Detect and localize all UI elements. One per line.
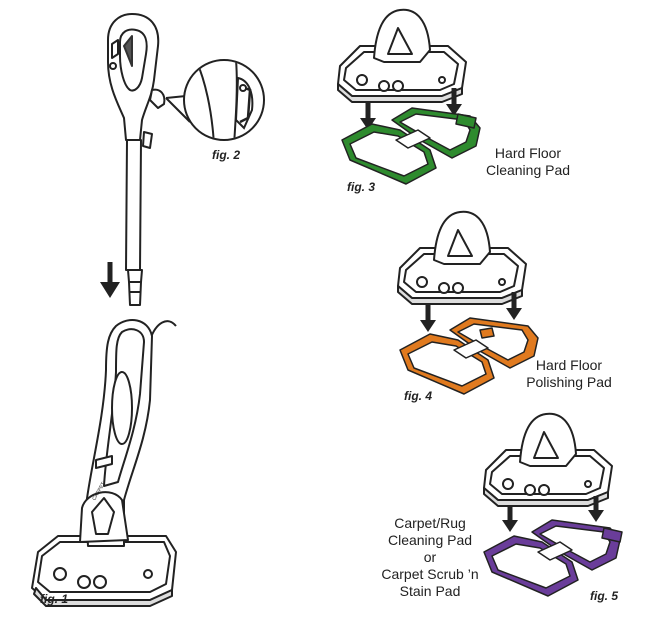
caption-fig2: fig. 2 [212, 148, 241, 162]
label-line: Cleaning Pad [485, 162, 571, 178]
label-line: Stain Pad [399, 583, 461, 599]
hard-floor-cleaning-pad [341, 107, 481, 185]
steam-head-fig5 [483, 412, 613, 507]
insert-arrow-fig1 [100, 262, 120, 298]
label-hard-floor-cleaning-pad: Hard Floor Cleaning Pad [478, 145, 578, 179]
caption-fig5: fig. 5 [590, 589, 619, 603]
caption-fig1: fig. 1 [40, 592, 69, 606]
caption-fig4: fig. 4 [404, 389, 433, 403]
hard-floor-polishing-pad [399, 317, 539, 395]
carpet-cleaning-pad [483, 519, 623, 597]
label-line: Polishing Pad [526, 374, 612, 390]
label-hard-floor-polishing-pad: Hard Floor Polishing Pad [514, 357, 624, 391]
steam-head-fig3 [337, 8, 467, 103]
detail-circle-fig2 [165, 59, 265, 141]
label-line: Hard Floor [494, 145, 562, 161]
steam-head-fig4 [397, 210, 527, 305]
label-line: Hard Floor [535, 357, 603, 373]
caption-fig3: fig. 3 [347, 180, 376, 194]
label-line: or [423, 549, 437, 565]
arrows-fig5 [502, 496, 604, 532]
arrows-fig4 [420, 292, 522, 332]
label-line: Cleaning Pad [387, 532, 473, 548]
label-line: Carpet/Rug [394, 515, 466, 531]
label-carpet-pad: Carpet/Rug Cleaning Pad or Carpet Scrub … [370, 515, 490, 600]
arrows-fig3 [360, 88, 462, 130]
label-line: Carpet Scrub ’n [381, 566, 479, 582]
handle-illustration [107, 13, 166, 306]
steamer-body-illustration [31, 319, 177, 607]
